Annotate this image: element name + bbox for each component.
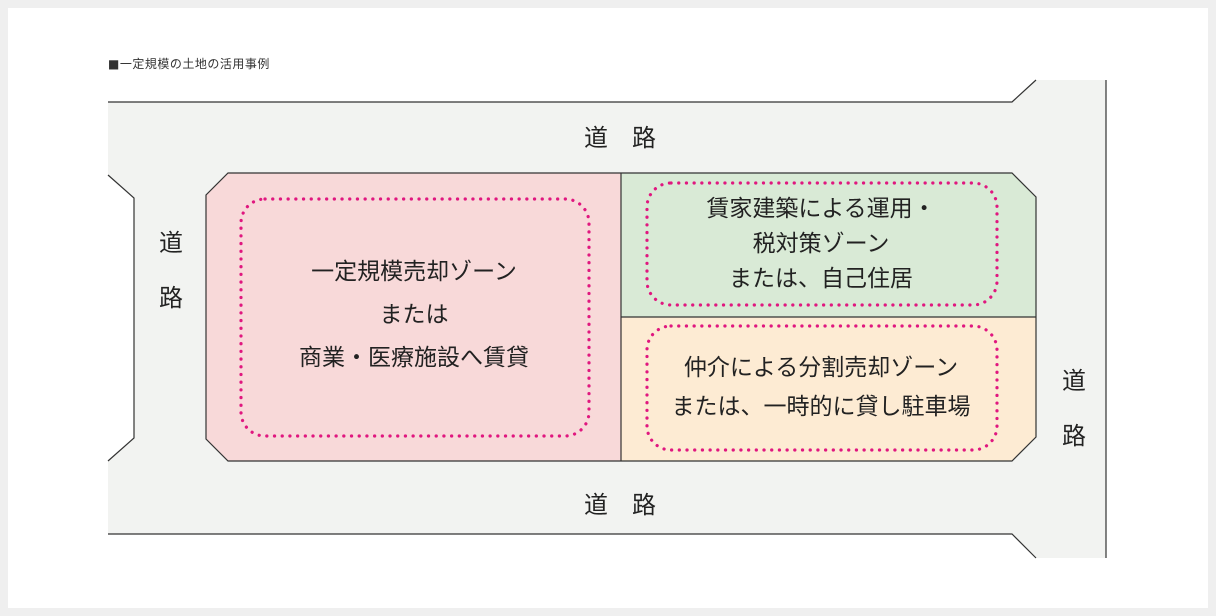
zone-top-right-label-line3: または、自己住居 xyxy=(729,266,913,292)
road-label-right-1: 道 xyxy=(1062,367,1086,395)
road-left-bracket xyxy=(107,174,135,462)
zone-bottom-right-label-line2: または、一時的に貸し駐車場 xyxy=(672,394,971,420)
road-top-edge xyxy=(108,79,1037,103)
road-label-left-2: 路 xyxy=(159,284,183,312)
zone-top-right xyxy=(621,173,1036,317)
zone-top-right-dotted-border xyxy=(645,181,999,307)
zone-left-label-line2: または xyxy=(380,302,449,328)
zone-bottom-right-label-line1: 仲介による分割売却ゾーン xyxy=(684,355,958,381)
road-label-right-2: 路 xyxy=(1062,422,1086,450)
zone-left-dotted-border xyxy=(239,197,591,438)
diagram-heading: ■一定規模の土地の活用事例 xyxy=(108,57,270,71)
zone-left xyxy=(206,173,621,461)
zone-bottom-right-dotted-border xyxy=(645,324,999,452)
zone-top-right-label-line2: 税対策ゾーン xyxy=(753,231,890,257)
road-label-top: 道 路 xyxy=(584,124,656,152)
land-outline xyxy=(205,172,1037,462)
road-bottom-edge xyxy=(108,533,1037,559)
zone-left-label-line3: 商業・医療施設へ賃貸 xyxy=(299,345,529,371)
zone-left-label-line1: 一定規模売却ゾーン xyxy=(311,259,517,285)
zone-top-right-label-line1: 賃家建築による運用・ xyxy=(706,196,935,222)
road-label-left-1: 道 xyxy=(159,229,183,257)
road-label-bottom: 道 路 xyxy=(584,491,656,519)
zone-bottom-right xyxy=(621,317,1036,461)
